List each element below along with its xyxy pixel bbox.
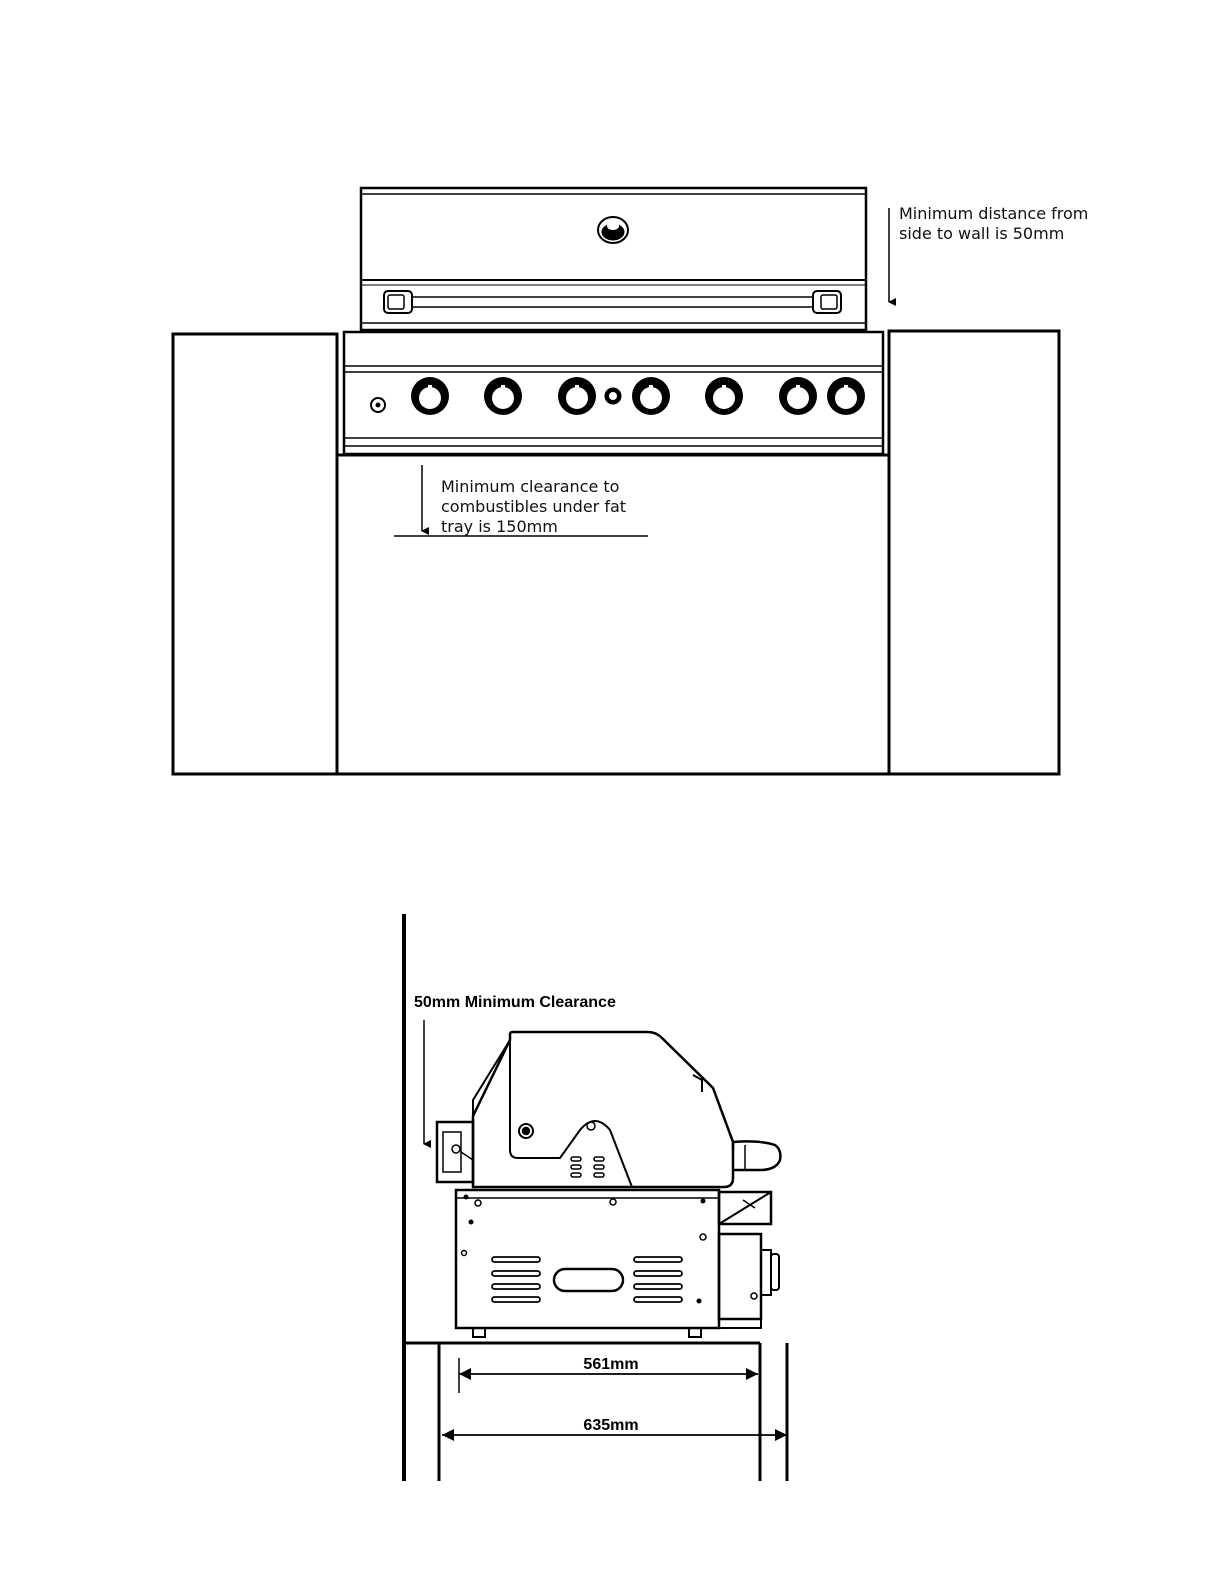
knob-icon — [558, 377, 596, 415]
hood-handle — [384, 291, 841, 313]
fat-tray-note-line1: Minimum clearance to — [441, 477, 619, 496]
knob-icon — [411, 377, 449, 415]
bbq-side-hood — [473, 1032, 780, 1187]
side-clearance-note-line1: Minimum distance from — [899, 204, 1088, 223]
side-clearance-note-line2: side to wall is 50mm — [899, 224, 1064, 243]
burner-knobs — [411, 377, 865, 415]
knob-icon — [779, 377, 817, 415]
front-view: Minimum distance from side to wall is 50… — [173, 188, 1088, 774]
bbq-side-control-fascia — [719, 1192, 779, 1328]
thermometer-icon — [598, 217, 628, 243]
bbq-hood-front — [361, 188, 866, 330]
dimension-561-label: 561mm — [583, 1356, 638, 1373]
bbq-side-firebox — [456, 1190, 719, 1337]
rear-clearance-label: 50mm Minimum Clearance — [414, 994, 616, 1011]
rear-bracket — [437, 1122, 473, 1182]
side-clearance-annotation: Minimum distance from side to wall is 50… — [889, 204, 1088, 302]
knob-icon — [827, 377, 865, 415]
left-cabinet-panel — [173, 334, 337, 774]
fat-tray-clearance-annotation: Minimum clearance to combustibles under … — [394, 465, 648, 536]
fat-tray-note-line2: combustibles under fat — [441, 497, 626, 516]
side-view: 50mm Minimum Clearance — [404, 914, 787, 1481]
right-cabinet-panel — [889, 331, 1059, 774]
control-knob-side-icon — [771, 1254, 779, 1290]
vent-slots-left — [492, 1257, 540, 1302]
fat-tray-note-line3: tray is 150mm — [441, 517, 558, 536]
knob-icon — [705, 377, 743, 415]
dimension-635-label: 635mm — [583, 1417, 638, 1434]
side-handle-slot — [554, 1269, 623, 1291]
knob-icon — [484, 377, 522, 415]
vent-slots-right — [634, 1257, 682, 1302]
knob-icon — [632, 377, 670, 415]
